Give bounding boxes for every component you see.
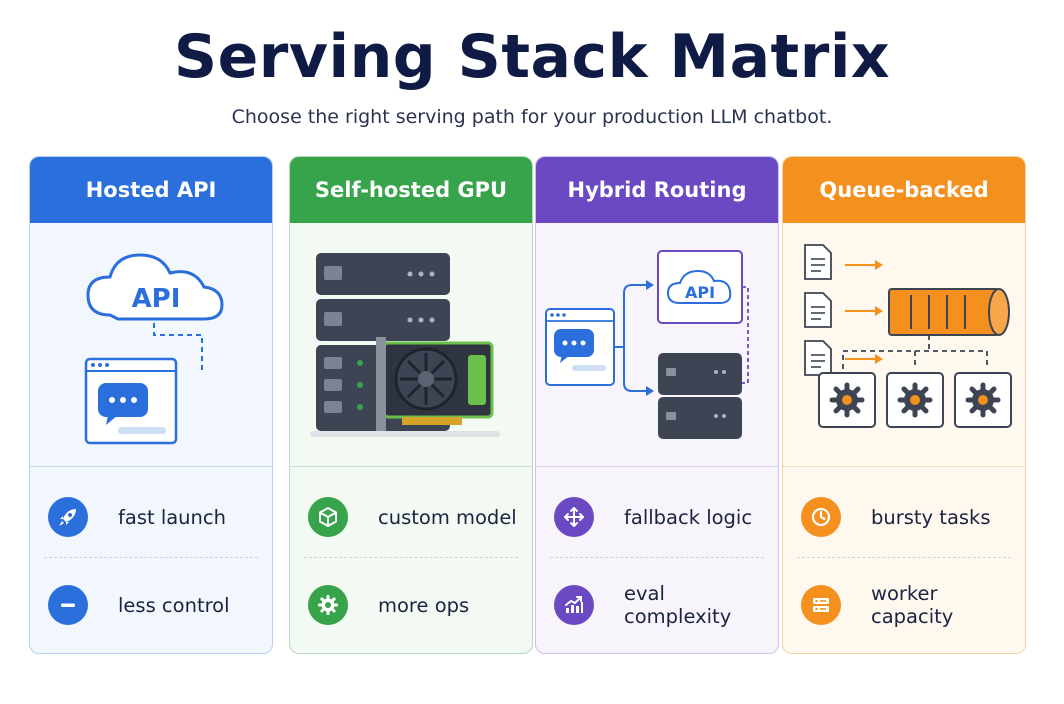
gear-icon xyxy=(308,585,348,625)
page-title: Serving Stack Matrix xyxy=(173,22,891,92)
hosted-api-illustration: API xyxy=(30,223,272,467)
card-self-hosted-gpu: Self-hosted GPU xyxy=(289,156,533,654)
divider xyxy=(550,557,764,558)
minus-circle-icon xyxy=(48,585,88,625)
cube-icon xyxy=(308,497,348,537)
card-header: Self-hosted GPU xyxy=(290,157,532,223)
pro-label: fallback logic xyxy=(624,505,753,529)
cloud-chat-window-icon: API xyxy=(84,253,224,445)
rocket-icon xyxy=(48,497,88,537)
trend-chart-icon xyxy=(554,585,594,625)
self-hosted-illustration xyxy=(290,223,532,467)
divider xyxy=(304,557,518,558)
cloud-label: API xyxy=(685,283,715,302)
con-row: less control xyxy=(30,575,272,635)
con-row: eval complexity xyxy=(536,575,778,635)
card-header: Queue-backed xyxy=(783,157,1025,223)
card-queue-backed: Queue-backed xyxy=(782,156,1026,654)
page-subtitle: Choose the right serving path for your p… xyxy=(231,106,833,128)
clock-icon xyxy=(801,497,841,537)
move-arrows-icon xyxy=(554,497,594,537)
pro-row: custom model xyxy=(290,487,532,547)
card-hosted-api: Hosted API API fast xyxy=(29,156,273,654)
router-diagram-icon: API xyxy=(545,250,749,439)
pro-row: fast launch xyxy=(30,487,272,547)
server-gpu-icon xyxy=(310,253,500,437)
divider xyxy=(44,557,258,558)
pro-label: custom model xyxy=(378,505,517,529)
card-hybrid-routing: Hybrid Routing API xyxy=(535,156,779,654)
pro-row: fallback logic xyxy=(536,487,778,547)
con-row: worker capacity xyxy=(783,575,1025,635)
divider xyxy=(797,557,1011,558)
card-header: Hybrid Routing xyxy=(536,157,778,223)
pro-row: bursty tasks xyxy=(783,487,1025,547)
queue-workers-icon xyxy=(804,244,1012,428)
pro-label: bursty tasks xyxy=(871,505,991,529)
queue-backed-illustration xyxy=(783,223,1025,467)
con-label: eval complexity xyxy=(624,582,732,628)
pro-label: fast launch xyxy=(118,505,226,529)
con-label: more ops xyxy=(378,593,470,617)
server-stack-icon xyxy=(801,585,841,625)
con-row: more ops xyxy=(290,575,532,635)
card-header: Hosted API xyxy=(30,157,272,223)
con-label: worker capacity xyxy=(871,582,954,628)
hybrid-routing-illustration: API xyxy=(536,223,778,467)
cloud-label: API xyxy=(132,284,181,314)
con-label: less control xyxy=(118,593,230,617)
